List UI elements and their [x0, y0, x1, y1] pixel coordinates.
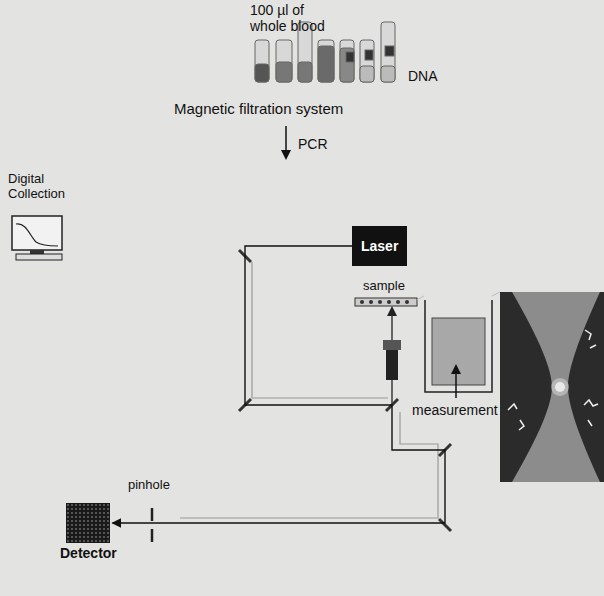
text-label: PCR	[298, 136, 348, 152]
laser-box: Laser	[352, 226, 407, 266]
computer-icon	[12, 216, 62, 260]
beam-path	[112, 246, 445, 523]
text-label: DNA	[408, 68, 458, 84]
text-label: pinhole	[128, 478, 188, 493]
micrograph	[500, 292, 604, 482]
text-label: sample	[363, 279, 423, 294]
node-text: Detector	[60, 545, 117, 561]
cuvette-inset	[425, 300, 492, 392]
text-label: Magnetic filtration system	[174, 100, 434, 117]
node-text: Laser	[361, 238, 398, 254]
detector-box: Detector	[60, 503, 117, 561]
text-label: 100 µl of whole blood	[250, 2, 338, 34]
sample-strip	[355, 298, 417, 306]
text-label: measurement	[412, 402, 512, 418]
detector-symbol	[66, 503, 110, 543]
text-label: Digital Collection	[8, 172, 82, 202]
